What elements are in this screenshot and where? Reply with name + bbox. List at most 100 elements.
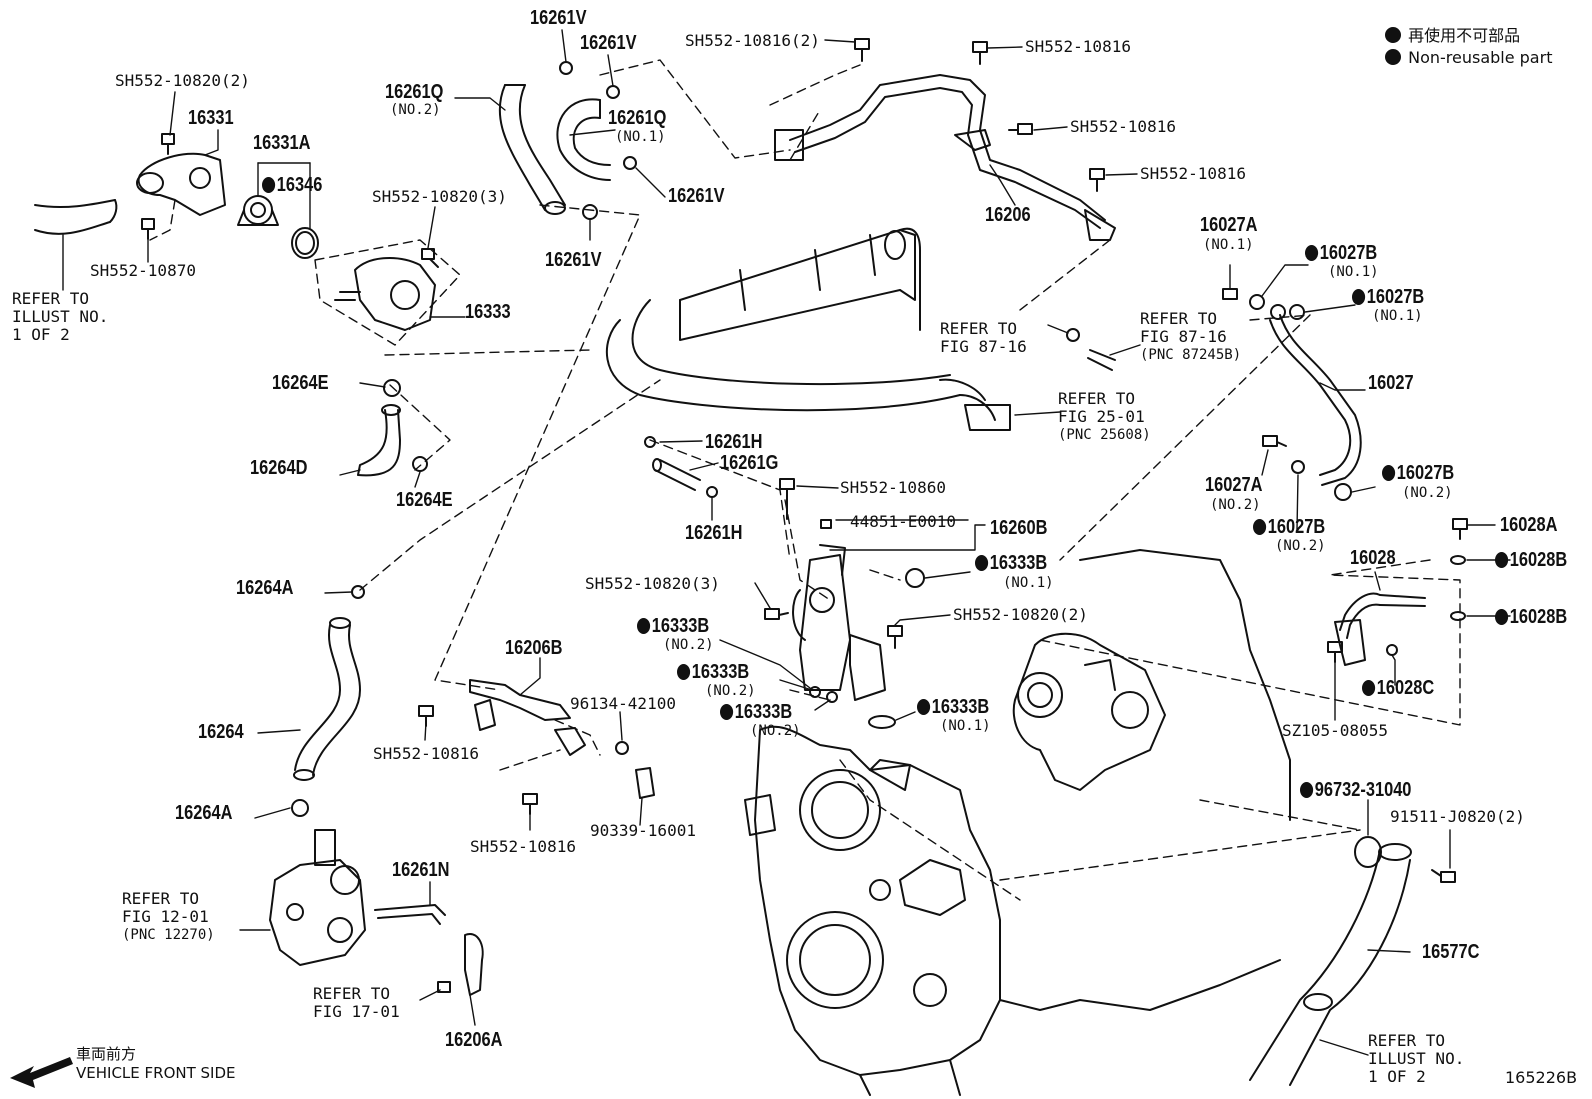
part-suffix: (NO.1) (1328, 264, 1379, 280)
vehicle-front-en: VEHICLE FRONT SIDE (76, 1064, 236, 1082)
part-label[interactable]: 16261V (545, 249, 602, 271)
non-reusable-dot-icon (1382, 465, 1396, 481)
part-label[interactable]: 16264A (236, 577, 294, 599)
part-label[interactable]: 16333 (465, 301, 511, 323)
part-label[interactable]: SH552-10870 (90, 261, 196, 280)
part-label[interactable]: 16577C (1422, 941, 1480, 963)
part-label-non-reusable[interactable]: 16333B (637, 616, 709, 636)
part-label[interactable]: 16264E (272, 372, 329, 394)
non-reusable-dot-icon (1495, 609, 1509, 625)
part-label-non-reusable[interactable]: 16028B (1495, 550, 1567, 570)
part-label[interactable]: 16028A (1500, 514, 1558, 536)
part-suffix: (NO.2) (1402, 485, 1453, 501)
part-label[interactable]: 16206B (505, 637, 563, 659)
part-label-non-reusable[interactable]: 16027B (1253, 517, 1325, 537)
part-label[interactable]: 16206A (445, 1029, 503, 1051)
part-suffix: (NO.2) (750, 723, 801, 739)
part-label[interactable]: SH552-10820(3) (372, 187, 507, 206)
non-reusable-dot-icon (262, 177, 276, 193)
part-suffix: (NO.2) (390, 102, 441, 118)
part-label[interactable]: 16261H (705, 431, 763, 453)
part-suffix: (NO.2) (705, 683, 756, 699)
non-reusable-dot-icon (1305, 245, 1319, 261)
legend-en: Non-reusable part (1385, 48, 1552, 67)
part-label[interactable]: 16264D (250, 457, 308, 479)
refer-illust-right[interactable]: REFER TO ILLUST NO. 1 OF 2 (1368, 1031, 1465, 1086)
part-label[interactable]: 16028 (1350, 547, 1396, 569)
part-label[interactable]: SH552-10820(3) (585, 574, 720, 593)
non-reusable-dot-icon (917, 699, 931, 715)
part-label[interactable]: SH552-10816 (470, 837, 576, 856)
part-label[interactable]: 16027 (1368, 372, 1414, 394)
refer-fig-87-16-right[interactable]: REFER TO FIG 87-16 (PNC 87245B) (1140, 309, 1242, 364)
part-label-non-reusable[interactable]: 16333B (975, 553, 1047, 573)
part-label-non-reusable[interactable]: 16027B (1305, 243, 1377, 263)
non-reusable-dot-icon (1385, 27, 1401, 43)
refer-illust-left[interactable]: REFER TO ILLUST NO. 1 OF 2 (12, 289, 109, 344)
part-label[interactable]: 16331A (253, 132, 311, 154)
part-label[interactable]: SH552-10816 (1140, 164, 1246, 183)
part-label-non-reusable[interactable]: 16333B (720, 702, 792, 722)
part-label[interactable]: SH552-10860 (840, 478, 946, 497)
part-label[interactable]: SH552-10820(2) (953, 605, 1088, 624)
part-label[interactable]: SH552-10816(2) (685, 31, 820, 50)
part-label[interactable]: 90339-16001 (590, 821, 696, 840)
part-label[interactable]: 16264E (396, 489, 453, 511)
part-label-non-reusable[interactable]: 16028B (1495, 607, 1567, 627)
refer-fig-25-01[interactable]: REFER TO FIG 25-01 (PNC 25608) (1058, 389, 1151, 444)
part-label[interactable]: SH552-10820(2) (115, 71, 250, 90)
part-label[interactable]: 16027A (1205, 474, 1263, 496)
part-suffix: (NO.1) (1372, 308, 1423, 324)
part-label-non-reusable[interactable]: 16346 (262, 175, 322, 195)
part-label[interactable]: SH552-10816 (373, 744, 479, 763)
part-suffix: (NO.1) (1203, 237, 1254, 253)
refer-fig-12-01[interactable]: REFER TO FIG 12-01 (PNC 12270) (122, 889, 215, 944)
part-label[interactable]: SH552-10816 (1070, 117, 1176, 136)
vehicle-front-arrow-icon (10, 1057, 73, 1088)
part-suffix: (NO.1) (940, 718, 991, 734)
part-label[interactable]: 44851-E0010 (850, 512, 956, 531)
part-suffix: (NO.1) (1003, 575, 1054, 591)
part-label[interactable]: 16261G (720, 452, 779, 474)
part-label-non-reusable[interactable]: 16333B (917, 697, 989, 717)
part-label[interactable]: 16331 (188, 107, 234, 129)
part-label[interactable]: 16260B (990, 517, 1048, 539)
part-label[interactable]: 16261V (530, 7, 587, 29)
part-label[interactable]: 96134-42100 (570, 694, 676, 713)
non-reusable-dot-icon (637, 618, 651, 634)
vehicle-front-jp: 車両前方 (76, 1045, 137, 1063)
non-reusable-dot-icon (720, 704, 734, 720)
part-suffix: (NO.2) (1210, 497, 1261, 513)
part-label[interactable]: 16264 (198, 721, 244, 743)
part-label[interactable]: SZ105-08055 (1282, 721, 1388, 740)
part-label[interactable]: 16261H (685, 522, 743, 544)
non-reusable-dot-icon (1385, 49, 1401, 65)
part-label-non-reusable[interactable]: 16027B (1352, 287, 1424, 307)
part-label[interactable]: 16261V (580, 32, 637, 54)
part-suffix: (NO.2) (663, 637, 714, 653)
part-label[interactable]: 16261N (392, 859, 450, 881)
refer-fig-17-01[interactable]: REFER TO FIG 17-01 (313, 984, 400, 1021)
part-label-non-reusable[interactable]: 16333B (677, 662, 749, 682)
part-label-non-reusable[interactable]: 16028C (1362, 678, 1434, 698)
part-suffix: (NO.1) (615, 129, 666, 145)
part-label[interactable]: 16261V (668, 185, 725, 207)
part-label[interactable]: 91511-J0820(2) (1390, 807, 1525, 826)
small-fasteners (141, 38, 1468, 993)
non-reusable-dot-icon (1495, 552, 1509, 568)
leader-lines (62, 29, 1511, 1056)
part-label[interactable]: 16264A (175, 802, 233, 824)
dashed-guides (149, 59, 1461, 901)
non-reusable-dot-icon (975, 555, 989, 571)
part-label[interactable]: 16027A (1200, 214, 1258, 236)
part-label[interactable]: 16261Q (385, 81, 444, 103)
non-reusable-dot-icon (1253, 519, 1267, 535)
part-label[interactable]: 16261Q (608, 107, 667, 129)
legend-jp: 再使用不可部品 (1385, 22, 1520, 46)
part-label[interactable]: SH552-10816 (1025, 37, 1131, 56)
part-label-non-reusable[interactable]: 96732-31040 (1300, 780, 1411, 800)
refer-fig-87-16-left[interactable]: REFER TO FIG 87-16 (940, 319, 1027, 356)
part-label-non-reusable[interactable]: 16027B (1382, 463, 1454, 483)
part-label[interactable]: 16206 (985, 204, 1031, 226)
